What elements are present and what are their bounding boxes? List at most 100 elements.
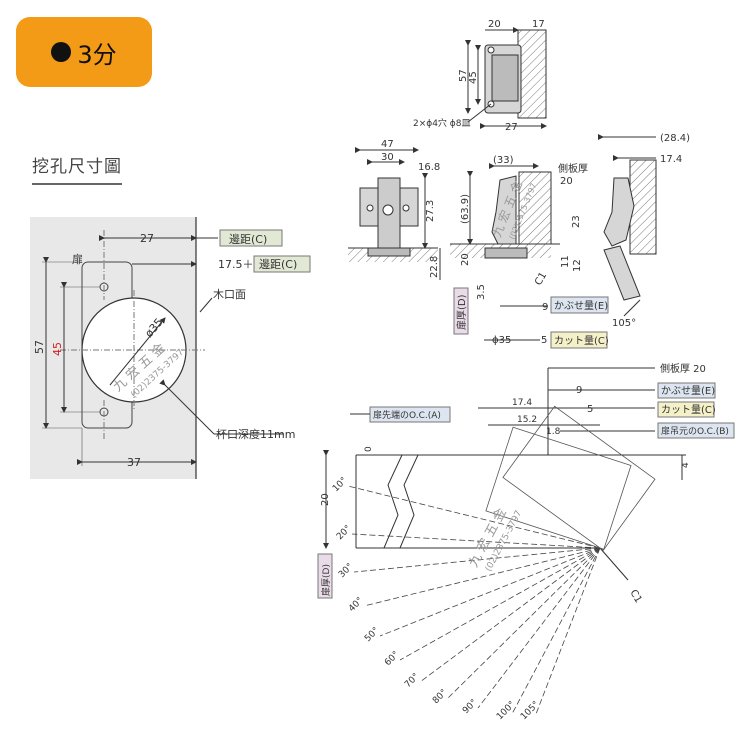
top-dim-45: 45 xyxy=(468,71,479,84)
swing-line-30 xyxy=(353,547,601,573)
side-dim-63-9: (63.9) xyxy=(460,194,471,224)
front-dim-16-8: 16.8 xyxy=(418,162,440,173)
motion-dim-c1: C1 xyxy=(627,588,643,605)
motion-door-thick-box xyxy=(317,553,333,599)
motion-dim-0: 0 xyxy=(364,446,374,452)
motion-dim-4: 4 xyxy=(681,462,691,468)
motion-dim-9: 9 xyxy=(576,385,582,396)
motion-diagram: 側板厚 20 9 かぶせ量(E) 17.4 5 カット量(C) 扉先端のO.C.… xyxy=(317,362,735,722)
hinge-base-box xyxy=(657,422,735,439)
swing-line-50 xyxy=(379,547,601,637)
cup-hole-drawing: 27 邊距(C) 17.5＋ 邊距(C) 扉 木口面 57 45 ø35 九 宏… xyxy=(30,217,311,479)
cup-depth-label: 杯口深度11mm xyxy=(216,427,295,441)
door-outline-18 xyxy=(485,426,632,550)
swing-line-105 xyxy=(535,547,601,715)
swing-line-60 xyxy=(399,547,601,661)
top-dim-20: 20 xyxy=(488,19,501,30)
dim-37: 37 xyxy=(127,456,141,469)
swing-line-100 xyxy=(511,547,601,715)
motion-door-thick-label: 扉厚(D) xyxy=(320,564,332,596)
angle-labels: 10° 20° 30° 40° 50°60°70° 80° 90° 100°105° xyxy=(331,476,541,722)
angle-label-50: 50° xyxy=(363,626,381,644)
motion-dim-15-2: 15.2 xyxy=(517,415,537,425)
angle-label-40: 40° xyxy=(347,596,365,614)
cut-box xyxy=(550,331,608,349)
front-dim-27-3: 27.3 xyxy=(425,200,436,222)
motion-side-panel-label: 側板厚 20 xyxy=(660,362,706,375)
top-dim-27: 27 xyxy=(505,122,518,133)
side-panel-value: 20 xyxy=(560,176,573,187)
side-dim-c1: C1 xyxy=(533,270,549,287)
dim-27: 27 xyxy=(140,232,154,245)
side-dim-23: 23 xyxy=(571,215,582,228)
motion-cut-label: カット量(C) xyxy=(661,404,716,416)
side-dim-5: 5 xyxy=(541,335,547,346)
front-view: 47 30 16.8 27.3 22.8 xyxy=(348,139,441,280)
side-dim-33: (33) xyxy=(493,155,514,166)
side-dim-11: 11 xyxy=(560,255,571,268)
top-dim-57: 57 xyxy=(458,69,469,82)
motion-dim-5: 5 xyxy=(587,404,593,415)
motion-cut-box xyxy=(657,401,715,418)
motion-overlay-label: かぶせ量(E) xyxy=(661,385,715,397)
motion-dim-1-8: 1.8 xyxy=(546,427,561,437)
swing-line-70 xyxy=(419,547,601,683)
motion-dim-20: 20 xyxy=(320,493,331,506)
swing-line-40 xyxy=(363,547,601,607)
dim-17-5: 17.5＋ xyxy=(218,258,254,271)
bullet-icon xyxy=(51,42,72,62)
swing-line-10 xyxy=(347,485,601,549)
badge-label: 3分 xyxy=(77,40,117,69)
dim-45: 45 xyxy=(51,342,64,356)
open-dim-105: 105° xyxy=(612,318,636,329)
door-label: 扉 xyxy=(72,253,83,266)
top-dim-17: 17 xyxy=(532,19,545,30)
door-tip-label: 扉先端のO.C.(A) xyxy=(373,409,441,421)
side-cut-label: カット量(C) xyxy=(554,335,609,347)
open-dim-17-4: 17.4 xyxy=(660,154,682,165)
side-dim-9: 9 xyxy=(542,302,548,313)
motion-overlay-box xyxy=(657,382,716,399)
hole-note: 2×ϕ4穴 ϕ8皿 xyxy=(413,117,470,129)
side-dim-3-5: 3.5 xyxy=(476,284,487,300)
swing-line-90 xyxy=(477,547,601,709)
swing-line-20 xyxy=(351,533,601,549)
front-dim-22-8: 22.8 xyxy=(429,256,440,278)
size-badge: 3分 xyxy=(16,17,152,87)
angle-label-60: 60° xyxy=(383,650,401,668)
angle-label-105: 105° xyxy=(519,700,541,722)
angle-label-30: 30° xyxy=(337,562,355,580)
side-view: (33) 側板厚 20 (63.9) 23 20 11 12 C1 3.5 扉厚… xyxy=(450,155,609,349)
angle-label-20: 20° xyxy=(335,524,353,542)
angle-label-100: 100° xyxy=(495,700,517,722)
open-dim-28-4: (28.4) xyxy=(660,133,690,144)
open-view: (28.4) 17.4 105° xyxy=(598,133,690,329)
dim-57: 57 xyxy=(33,340,46,354)
side-overlay-label: かぶせ量(E) xyxy=(554,300,608,312)
side-door-thick-label: 扉厚(D) xyxy=(455,294,468,330)
edge-label-box-a xyxy=(219,229,283,247)
side-panel-label: 側板厚 xyxy=(558,162,588,175)
motion-dim-17-4: 17.4 xyxy=(512,398,532,408)
top-view: 20 17 57 45 27 2×ϕ4穴 ϕ8皿 xyxy=(413,19,547,133)
edge-label-a: 邊距(C) xyxy=(229,232,267,246)
wood-face-label: 木口面 xyxy=(213,288,246,301)
front-dim-30: 30 xyxy=(381,152,394,163)
angle-label-80: 80° xyxy=(431,688,449,706)
door-thick-box xyxy=(453,287,469,335)
angle-label-10: 10° xyxy=(331,476,349,494)
hinge-base-label: 扉吊元のO.C.(B) xyxy=(661,425,729,437)
swing-lines xyxy=(347,405,656,715)
side-dim-12: 12 xyxy=(572,259,583,272)
side-dim-20: 20 xyxy=(460,253,471,266)
edge-label-box-b xyxy=(253,255,311,273)
swing-line-80 xyxy=(447,547,601,699)
angle-label-70: 70° xyxy=(403,672,421,690)
section-title: 挖孔尺寸圖 xyxy=(32,152,122,185)
front-dim-47: 47 xyxy=(381,139,394,150)
angle-label-90: 90° xyxy=(461,698,479,716)
side-dim-phi35: ϕ35 xyxy=(492,335,511,346)
door-outline-36 xyxy=(502,405,656,551)
edge-label-b: 邊距(C) xyxy=(259,257,297,271)
